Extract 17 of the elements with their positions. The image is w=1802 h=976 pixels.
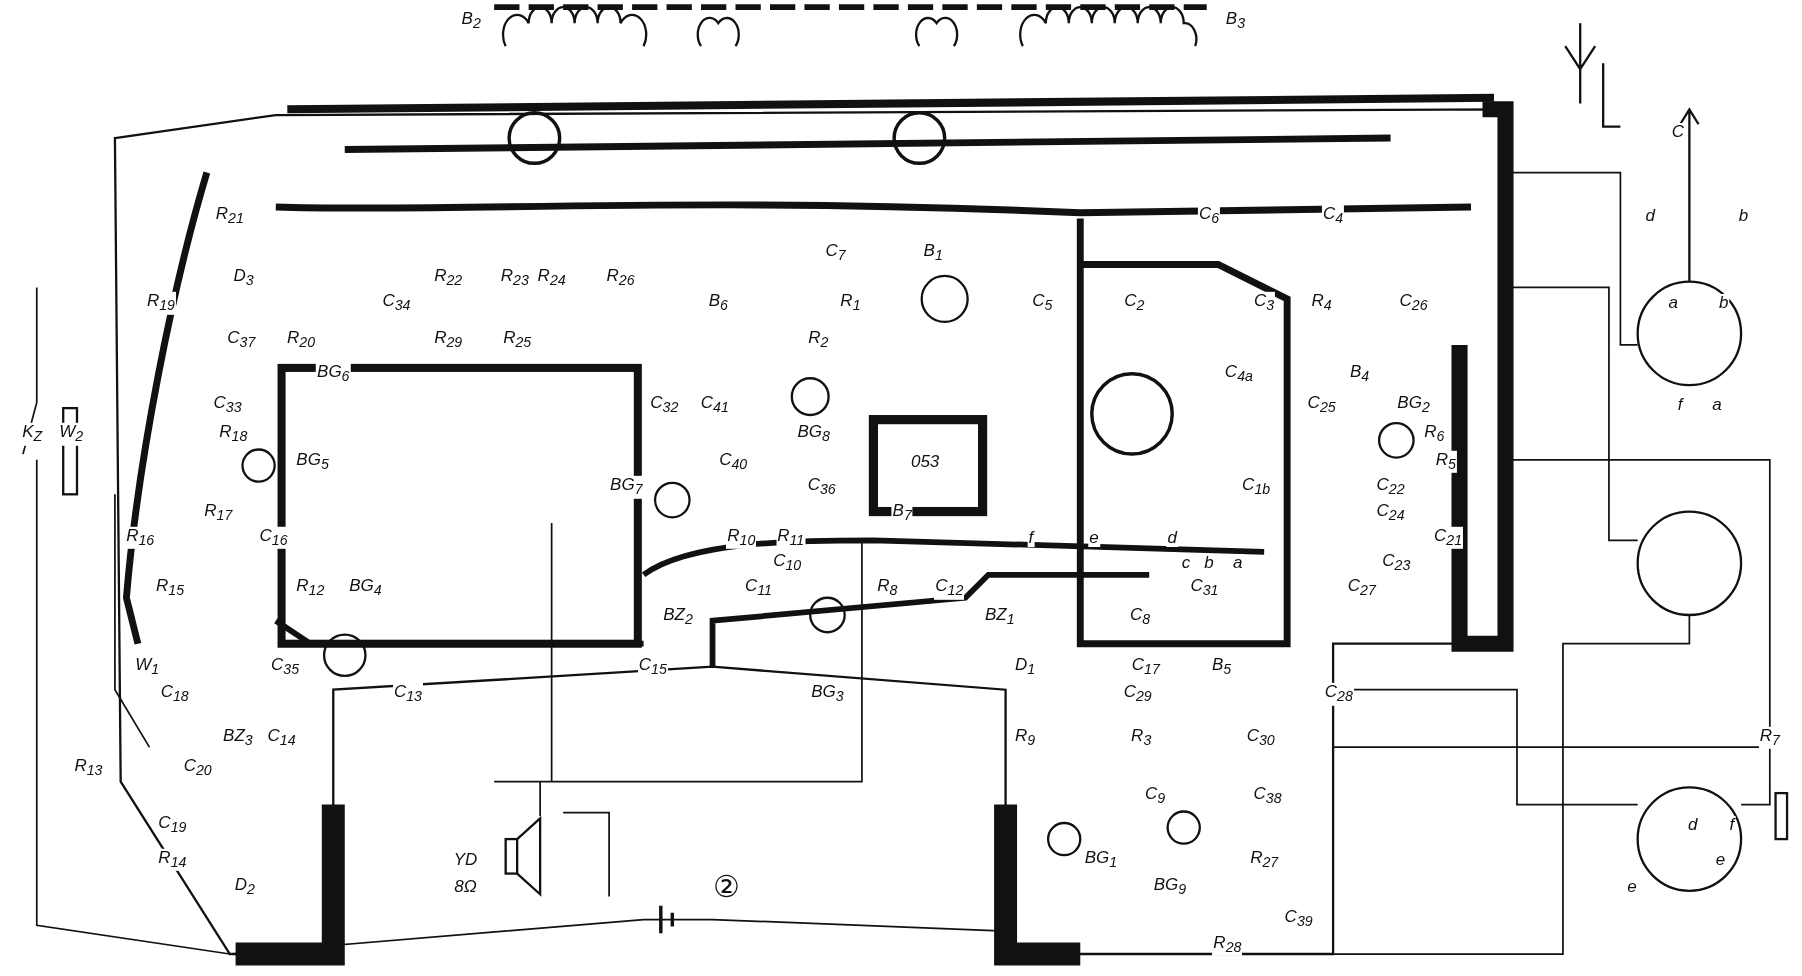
- component-label: C$_{21}$: [1433, 526, 1464, 549]
- component-label: W$_{2}$: [58, 423, 85, 446]
- component-label: f: [1027, 528, 1035, 547]
- component-label: C$_{16}$: [258, 526, 289, 549]
- component-label: R$_{11}$: [776, 526, 806, 549]
- component-label: d: [1166, 528, 1178, 547]
- component-label: C$_{28}$: [1323, 682, 1354, 706]
- component-label: R$_{16}$: [125, 526, 156, 549]
- component-label: C$_{12}$: [934, 577, 965, 600]
- component-label: K$_{Z}$: [21, 423, 44, 446]
- component-label: R$_{5}$: [1434, 450, 1457, 474]
- component-label: R$_{7}$: [1758, 726, 1781, 749]
- component-label: R$_{19}$: [145, 292, 176, 315]
- component-label: R$_{14}$: [157, 848, 188, 871]
- component-label: R$_{10}$: [726, 526, 757, 549]
- component-label: R$_{28}$: [1212, 933, 1243, 956]
- component-label: BG$_{7}$: [609, 476, 644, 499]
